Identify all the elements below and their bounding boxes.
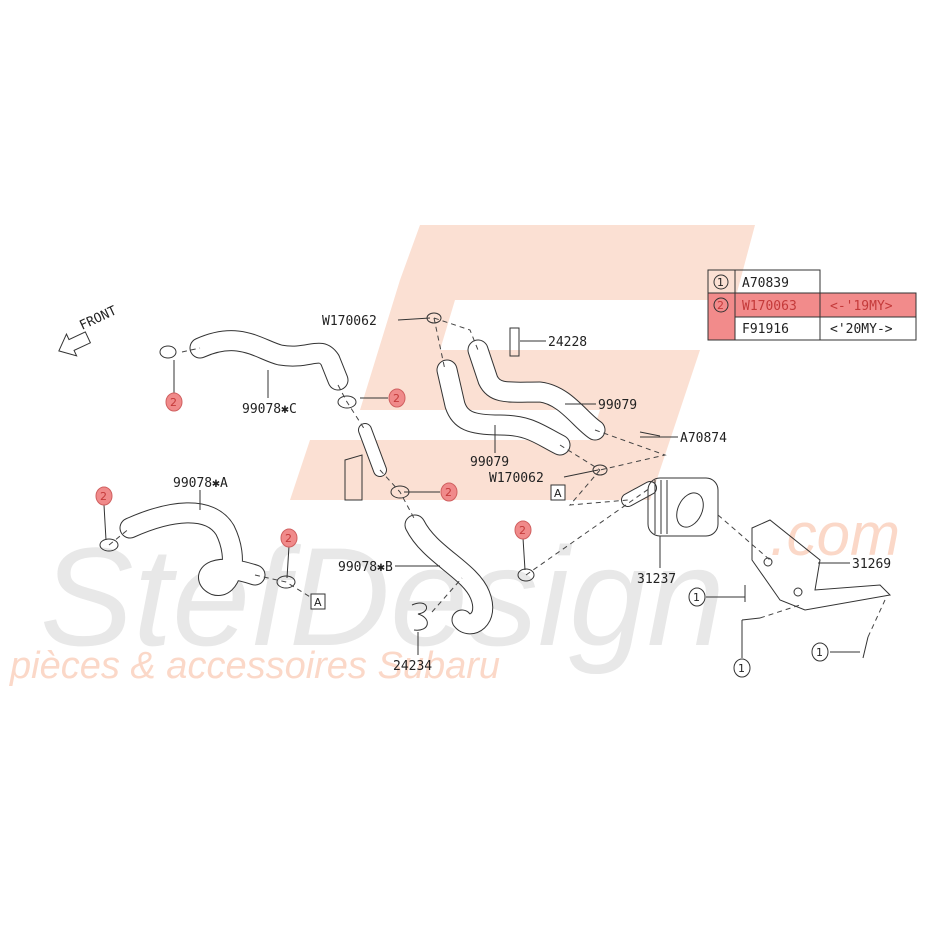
watermark-logo (290, 225, 755, 500)
svg-text:A: A (314, 596, 322, 609)
label-99079-left: 99079 (470, 455, 509, 470)
ref-2-marker: 2 (95, 486, 113, 506)
svg-text:1: 1 (816, 646, 823, 659)
ref-1-marker: 1 (733, 658, 751, 678)
legend-table: 1 2 A70839 W170063 <-'19MY> F91916 <'20M… (707, 269, 917, 341)
label-w170062-top: W170062 (322, 314, 377, 329)
ref-2-marker: 2 (440, 482, 458, 502)
ref-2-marker: 2 (388, 388, 406, 408)
legend-ref-2: 2 (717, 299, 724, 312)
svg-text:2: 2 (519, 524, 526, 537)
svg-text:2: 2 (285, 532, 292, 545)
svg-text:2: 2 (393, 392, 400, 405)
front-arrow-icon (58, 331, 92, 357)
label-31269: 31269 (852, 557, 891, 572)
legend-note-20my: <'20MY-> (830, 322, 893, 337)
hose-99078a (119, 502, 266, 596)
oil-cooler-31237 (647, 477, 719, 537)
watermark-suffix: .com (770, 501, 900, 568)
label-24234: 24234 (393, 659, 432, 674)
svg-text:2: 2 (445, 486, 452, 499)
label-99078c: 99078✱C (242, 402, 297, 417)
hose-99078b (404, 514, 494, 635)
label-99078a: 99078✱A (173, 476, 228, 491)
svg-text:A: A (554, 487, 562, 500)
svg-text:1: 1 (693, 591, 700, 604)
label-w170062-mid: W170062 (489, 471, 544, 486)
pipe-bracket (344, 423, 387, 501)
legend-part-w170063: W170063 (742, 299, 797, 314)
hose-99079-right (467, 339, 606, 441)
ref-a-box: A (310, 593, 326, 610)
ref-2-marker: 2 (514, 520, 532, 540)
legend-ref-1: 1 (717, 276, 724, 289)
front-label: FRONT (77, 303, 119, 333)
clamps (99, 312, 869, 659)
ref-2-marker: 2 (280, 528, 298, 548)
label-24228: 24228 (548, 335, 587, 350)
ref-a-box: A (550, 484, 566, 501)
watermark-brand: StefDesign (40, 518, 725, 675)
svg-text:2: 2 (100, 490, 107, 503)
svg-text:1: 1 (738, 662, 745, 675)
legend-part-f91916: F91916 (742, 322, 789, 337)
leader-lines (103, 317, 860, 658)
legend-note-19my: <-'19MY> (830, 299, 893, 314)
label-99078b: 99078✱B (338, 560, 393, 575)
assembly-lines (108, 317, 886, 638)
ref-1-marker: 1 (811, 642, 829, 662)
ref-2-marker: 2 (165, 392, 183, 412)
label-99079-right: 99079 (598, 398, 637, 413)
label-a70874: A70874 (680, 431, 727, 446)
hose-99078c (189, 330, 349, 391)
legend-part-a70839: A70839 (742, 276, 789, 291)
hose-99079-left (436, 359, 571, 456)
label-31237: 31237 (637, 572, 676, 587)
svg-text:2: 2 (170, 396, 177, 409)
ref-1-marker: 1 (688, 587, 706, 607)
